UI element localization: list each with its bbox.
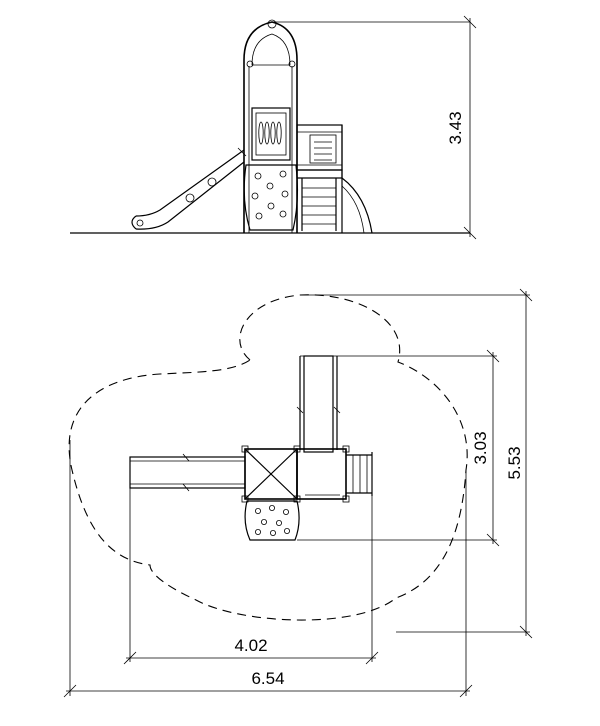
deck-panel-dots xyxy=(314,141,332,161)
slide-bolt-b xyxy=(207,177,217,187)
east-ladder xyxy=(346,452,373,496)
deck-platform xyxy=(296,445,350,503)
tower-post-sw xyxy=(241,495,249,503)
north-slide xyxy=(296,355,341,453)
tower-roof-inner xyxy=(251,33,291,66)
tower-window-frame xyxy=(255,112,287,156)
tower-bolt-left xyxy=(246,60,254,68)
height-label: 3.43 xyxy=(446,111,465,144)
deck xyxy=(296,124,373,234)
tower-post-nw xyxy=(241,445,249,453)
tower-window-panel xyxy=(251,107,291,161)
west-slide xyxy=(129,453,246,492)
slide xyxy=(131,147,247,230)
inner-width-dimension: 4.02 xyxy=(123,488,379,665)
tower xyxy=(243,19,299,233)
plan-view: 3.03 5.53 4.02 6.54 xyxy=(63,288,533,698)
climbing-wall xyxy=(243,164,299,231)
west-slide-bed xyxy=(129,456,246,489)
slide-mouth xyxy=(131,215,137,230)
south-climbing-wall xyxy=(244,500,300,541)
climbing-wall-plan xyxy=(244,500,300,541)
rear-arch-inner xyxy=(341,185,365,234)
arm-depth-dimension: 3.03 xyxy=(297,349,500,547)
climbing-wall-holds xyxy=(254,504,290,537)
slide-lip xyxy=(237,147,247,157)
roof-diagonal-b xyxy=(244,448,298,500)
window-slots xyxy=(258,121,282,145)
tower-platform xyxy=(241,445,301,503)
ladder xyxy=(301,178,337,231)
overall-width-dimension: 6.54 xyxy=(63,440,473,698)
arm-depth-label: 3.03 xyxy=(471,431,490,464)
deck-panel xyxy=(309,134,337,164)
safety-zone-boundary xyxy=(68,294,468,621)
inner-width-label: 4.02 xyxy=(234,636,267,655)
north-slide-bed xyxy=(303,355,334,453)
height-dimension: 3.43 xyxy=(272,15,477,240)
depth-label: 5.53 xyxy=(505,446,524,479)
depth-dimension: 5.53 xyxy=(300,288,533,639)
slide-bolt-a xyxy=(185,193,195,203)
slide-top-edge xyxy=(135,149,245,217)
deck-platform-outline xyxy=(296,448,347,500)
tower-finial xyxy=(267,19,277,29)
slide-bottom-edge xyxy=(135,161,245,230)
climbing-holds xyxy=(251,170,289,220)
elevation-view: 3.43 xyxy=(70,15,477,240)
rear-arch xyxy=(341,177,373,234)
deck-skirt xyxy=(296,169,343,179)
slide-bolt-c xyxy=(136,219,144,227)
overall-width-label: 6.54 xyxy=(251,669,284,688)
